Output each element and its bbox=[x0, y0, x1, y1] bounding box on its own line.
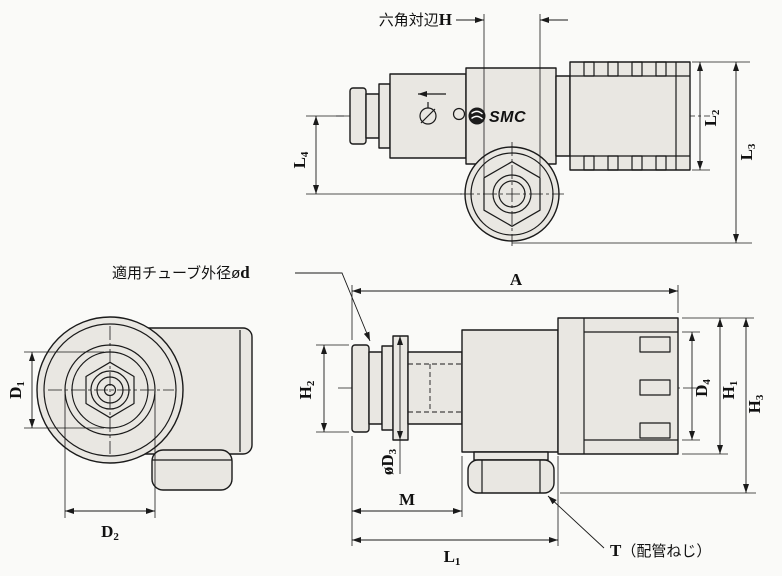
H2-label: H2 bbox=[296, 380, 317, 399]
dim-M: M bbox=[351, 436, 463, 546]
ext-lines-H bbox=[483, 14, 541, 177]
side-socket-windows bbox=[639, 336, 671, 439]
end-collar-circle-2 bbox=[43, 323, 177, 457]
dim-H1: H1 bbox=[682, 317, 754, 455]
dim-H3: H3 bbox=[560, 318, 766, 494]
top-socket bbox=[569, 61, 691, 171]
side-washer bbox=[473, 451, 549, 461]
rib-tooth bbox=[607, 155, 619, 171]
side-tube-cap bbox=[351, 344, 370, 433]
rib-tooth bbox=[631, 61, 643, 77]
L3-label: L3 bbox=[737, 143, 758, 160]
rib-tooth bbox=[655, 61, 667, 77]
dim-D2: D2 bbox=[64, 394, 156, 543]
body-pin-hole bbox=[452, 107, 466, 121]
D1-label: D1 bbox=[6, 381, 27, 399]
hex-port-center-marks bbox=[460, 142, 564, 246]
side-neck bbox=[407, 351, 463, 425]
socket-window bbox=[639, 336, 671, 353]
tube-od-callout: 適用チューブ外径ød bbox=[112, 263, 371, 342]
pipe-thread-label: T（配管ねじ） bbox=[610, 541, 711, 560]
top-hex-port bbox=[460, 142, 564, 246]
end-center-marks bbox=[48, 326, 174, 454]
dim-H2: H2 bbox=[296, 344, 349, 433]
side-release-collar bbox=[368, 351, 383, 425]
ext-lines-L4 bbox=[306, 115, 462, 195]
dim-D1: D1 bbox=[6, 351, 104, 429]
flow-symbol bbox=[418, 91, 446, 125]
H3-label: H3 bbox=[745, 394, 766, 413]
end-view: D1 D2 bbox=[6, 316, 253, 543]
ext-lines-D2 bbox=[64, 394, 156, 518]
rib-tooth bbox=[631, 155, 643, 171]
dim-L1: L1 bbox=[352, 456, 559, 568]
side-step-ring bbox=[381, 345, 394, 431]
dim-D4: D4 bbox=[682, 331, 713, 441]
rib-tooth bbox=[583, 61, 595, 77]
tube-od-label: 適用チューブ外径ød bbox=[112, 263, 250, 282]
dim-L4: L4 bbox=[290, 115, 462, 195]
top-band bbox=[555, 75, 571, 157]
side-hidden-bore bbox=[408, 363, 462, 413]
ext-lines-D1 bbox=[24, 351, 104, 429]
ext-lines-A bbox=[351, 285, 679, 340]
L2-label: L2 bbox=[701, 109, 722, 126]
A-label: A bbox=[510, 270, 523, 289]
dim-A: A bbox=[351, 270, 679, 340]
pipe-thread-callout: T（配管ねじ） bbox=[547, 495, 711, 560]
L4-label: L4 bbox=[290, 151, 311, 168]
socket-window bbox=[639, 379, 671, 396]
valve-circle bbox=[419, 107, 437, 125]
socket-window bbox=[639, 422, 671, 439]
side-nut-flats bbox=[481, 460, 541, 493]
side-socket-lines bbox=[583, 318, 678, 454]
D3-label: øD3 bbox=[378, 448, 399, 475]
dim-D3: øD3 bbox=[378, 336, 403, 475]
H1-label: H1 bbox=[719, 381, 740, 400]
side-flange bbox=[392, 335, 409, 441]
ext-lines-H2 bbox=[316, 344, 349, 433]
side-main-block bbox=[461, 329, 559, 453]
M-label: M bbox=[399, 490, 415, 509]
rib-tooth bbox=[655, 155, 667, 171]
rib-tooth bbox=[583, 155, 595, 171]
hex-across-flats-label: 六角対辺H bbox=[379, 10, 452, 29]
top-tube-cap bbox=[349, 87, 367, 145]
side-view: A H2 øD3 M L1 D4 bbox=[296, 270, 766, 568]
dim-L2: L2 bbox=[692, 61, 750, 171]
end-bottom-nut bbox=[151, 449, 233, 491]
ext-lines-M bbox=[351, 436, 463, 546]
side-socket bbox=[557, 317, 679, 455]
dim-L3: L3 bbox=[512, 62, 758, 244]
top-release-collar bbox=[365, 93, 380, 139]
dim-hex-across-flats: 六角対辺H bbox=[379, 10, 568, 177]
valve-needle bbox=[420, 108, 436, 124]
rib-tooth bbox=[607, 61, 619, 77]
smc-logo-text: SMC bbox=[489, 109, 526, 126]
top-step-ring bbox=[378, 83, 391, 149]
top-view: SMC 六角対辺H L4 L2 bbox=[290, 10, 758, 246]
tube-od-leader bbox=[295, 272, 371, 342]
side-bottom-nut bbox=[467, 459, 555, 494]
smc-logo-swoosh bbox=[471, 110, 483, 120]
D4-label: D4 bbox=[692, 379, 713, 397]
top-socket-ribs bbox=[570, 61, 690, 171]
smc-logo: SMC bbox=[468, 107, 526, 126]
D2-label: D2 bbox=[101, 522, 119, 543]
L1-label: L1 bbox=[444, 547, 461, 568]
pipe-thread-leader bbox=[547, 495, 605, 549]
